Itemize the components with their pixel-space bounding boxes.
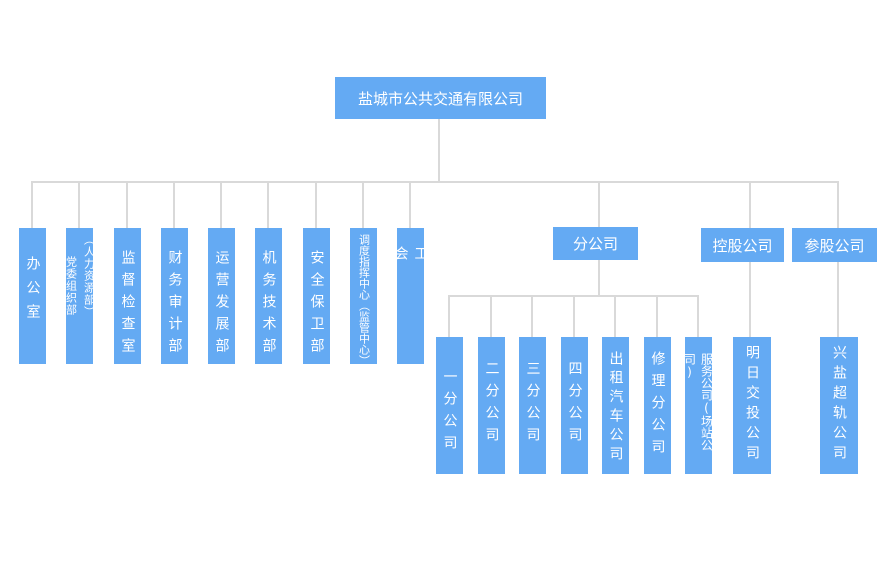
connector-branch-group	[598, 181, 600, 227]
dept-label: 调度指挥中心（监管中心）	[357, 234, 371, 366]
connector-holding-group	[749, 181, 751, 228]
dept-node-party-organization: （人力资源部） 党委组织部	[65, 228, 96, 364]
branch-label: 服务公司(场站公司)	[682, 353, 714, 451]
connector-dept-1	[31, 181, 33, 228]
branch-label: 一分公司	[441, 369, 458, 457]
branch-node-fourth: 四分公司	[561, 337, 588, 474]
connector-dept-9	[409, 181, 411, 228]
branch-node-second: 二分公司	[478, 337, 505, 474]
dept-node-mechanical-tech: 机务技术部	[255, 228, 282, 364]
root-company-label: 盐城市公共交通有限公司	[357, 89, 523, 108]
dept-node-finance-audit: 财务审计部	[161, 228, 188, 364]
branch-label: 修理分公司	[649, 351, 666, 461]
branch-group-label: 分公司	[572, 235, 618, 253]
dept-node-office: 办公室	[19, 228, 46, 364]
connector-equity-down	[837, 262, 839, 337]
connector-branch-4	[573, 295, 575, 337]
holding-child-label: 明日交投公司	[744, 345, 760, 465]
dept-node-operations: 运营发展部	[208, 228, 235, 364]
dept-node-security: 安全保卫部	[303, 228, 330, 364]
connector-root-down	[438, 119, 440, 182]
equity-child-label: 兴盐超轨公司	[831, 345, 847, 465]
branch-node-third: 三分公司	[519, 337, 546, 474]
branch-node-first: 一分公司	[436, 337, 463, 474]
dept-node-supervision: 监督检查室	[114, 228, 141, 364]
branch-label: 二分公司	[483, 361, 500, 449]
dept-label: 运营发展部	[213, 250, 230, 360]
connector-dept-3	[126, 181, 128, 228]
holding-group-node: 控股公司	[701, 228, 784, 262]
branch-node-repair: 修理分公司	[644, 337, 671, 474]
dept-label: 工会	[392, 246, 429, 315]
connector-branch-2	[490, 295, 492, 337]
dept-node-union: 工会	[393, 228, 429, 364]
holding-group-label: 控股公司	[712, 236, 773, 255]
connector-main-bus	[31, 181, 839, 183]
branch-group-node: 分公司	[553, 227, 638, 260]
connector-holding-down	[749, 262, 751, 337]
root-company-node: 盐城市公共交通有限公司	[335, 77, 546, 119]
connector-branch-7	[697, 295, 699, 337]
connector-dept-6	[267, 181, 269, 228]
dept-label: 财务审计部	[166, 250, 183, 360]
dept-label: 机务技术部	[260, 250, 277, 360]
equity-group-label: 参股公司	[804, 236, 865, 255]
connector-branch-1	[448, 295, 450, 337]
branch-label: 三分公司	[524, 361, 541, 449]
dept-label-main: 党委组织部	[64, 256, 78, 316]
connector-branch-6	[656, 295, 658, 337]
branch-label: 四分公司	[566, 361, 583, 449]
connector-equity-group	[837, 181, 839, 228]
equity-group-node: 参股公司	[792, 228, 877, 262]
dept-dual-label: （人力资源部） 党委组织部	[62, 234, 98, 318]
dept-label: 监督检查室	[119, 250, 136, 360]
dept-label-sub: （人力资源部）	[82, 234, 96, 318]
connector-dept-5	[220, 181, 222, 228]
equity-child-node: 兴盐超轨公司	[820, 337, 858, 474]
connector-dept-4	[173, 181, 175, 228]
connector-branch-down	[598, 260, 600, 296]
dept-label: 安全保卫部	[308, 250, 325, 360]
connector-branch-3	[531, 295, 533, 337]
dept-node-dispatch-center: 调度指挥中心（监管中心）	[350, 228, 377, 366]
dept-label: 办公室	[24, 256, 41, 328]
branch-node-taxi: 出租汽车公司	[602, 337, 629, 474]
branch-node-service: 服务公司(场站公司)	[683, 337, 714, 474]
connector-dept-8	[362, 181, 364, 228]
holding-child-node: 明日交投公司	[733, 337, 771, 474]
branch-label: 出租汽车公司	[607, 351, 624, 465]
connector-branch-5	[614, 295, 616, 337]
connector-dept-2	[78, 181, 80, 228]
connector-dept-7	[315, 181, 317, 228]
